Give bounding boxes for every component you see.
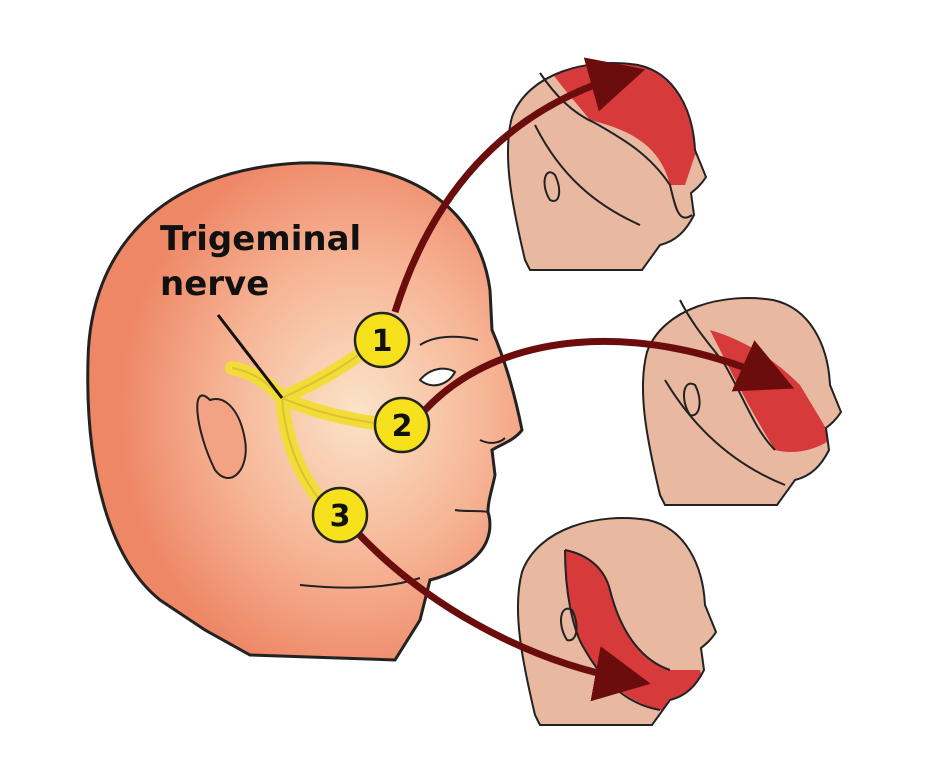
eye	[418, 367, 457, 387]
arrow-2	[422, 338, 795, 413]
title-line-2: nerve	[160, 264, 269, 304]
branch-marker-1: 1	[353, 311, 411, 369]
branch-marker-2: 2	[373, 396, 431, 454]
arrow-3	[352, 527, 651, 702]
arrow-1	[391, 57, 646, 314]
ear	[196, 394, 247, 480]
branch-label-2: 2	[392, 409, 413, 444]
label-pointer	[216, 314, 284, 399]
small-head-jaw	[516, 517, 717, 726]
branch-marker-3: 3	[311, 486, 369, 544]
small-head-cheek	[641, 297, 842, 506]
title-line-1: Trigeminal	[160, 219, 361, 259]
small-head-forehead	[506, 62, 707, 271]
branch-arrows	[352, 57, 795, 702]
branch-label-3: 3	[330, 499, 351, 534]
branch-label-1: 1	[372, 324, 393, 359]
